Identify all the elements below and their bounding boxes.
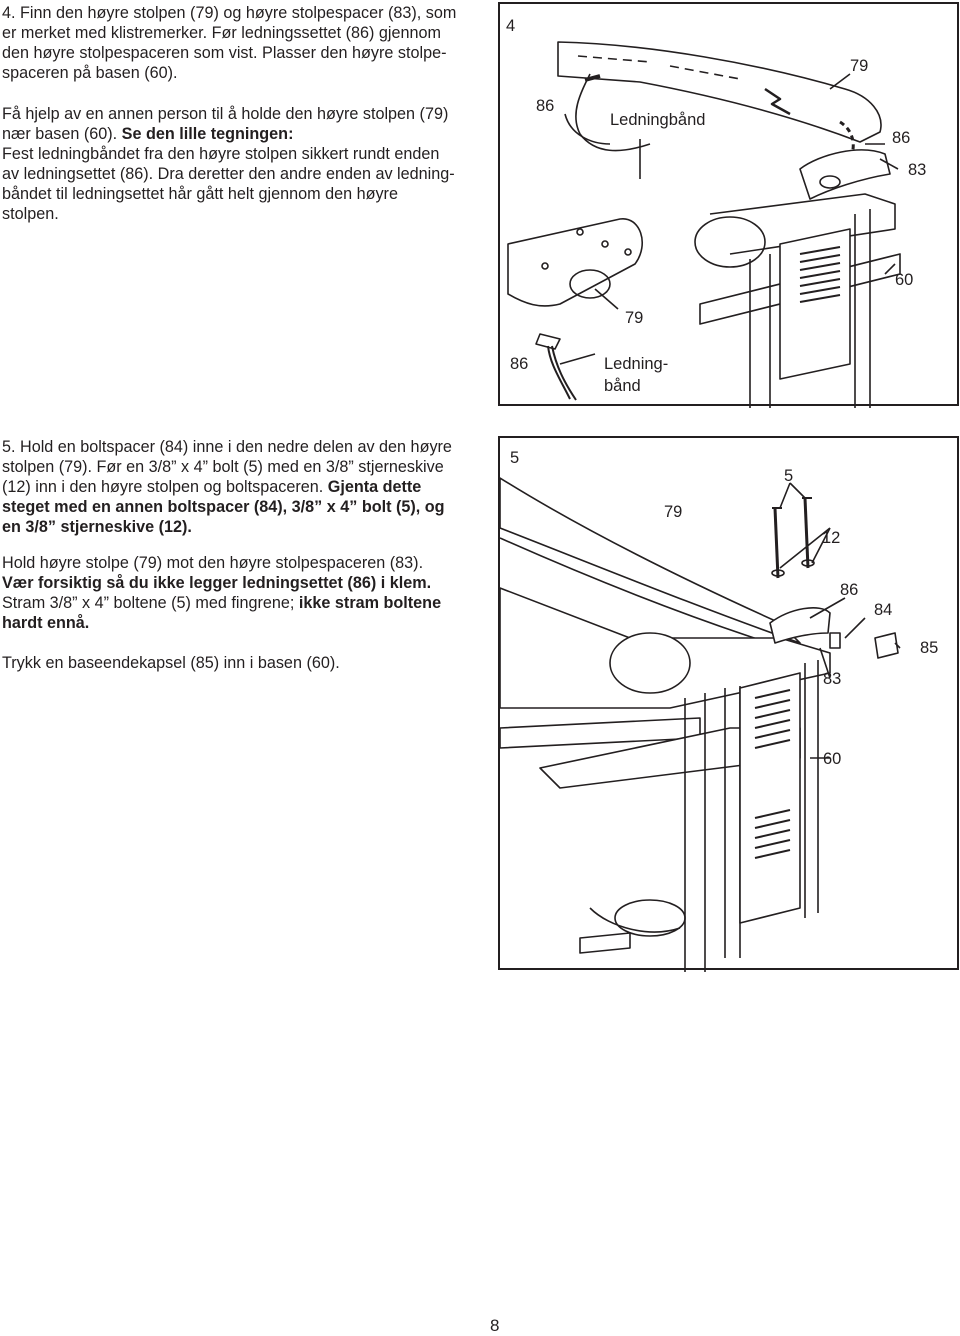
part-label-86: 86 bbox=[536, 97, 555, 115]
part-label-ledningband: Ledningbånd bbox=[610, 111, 706, 129]
figure-step-number: 4 bbox=[506, 17, 516, 35]
step4-illustration bbox=[507, 41, 901, 408]
part-label-83: 83 bbox=[908, 161, 927, 179]
step4-para1-line: er merket med klistremerker. Før ledning… bbox=[2, 24, 442, 42]
part-label-60: 60 bbox=[895, 271, 914, 289]
page-number: 8 bbox=[490, 1316, 500, 1335]
part-label-ledningband: Ledning- bbox=[604, 355, 669, 373]
step5-para2-bold-line: hardt ennå. bbox=[2, 614, 90, 632]
step5-para1-lead: (12) inn i den høyre stolpen og boltspac… bbox=[2, 478, 324, 496]
step4-para1-line: den høyre stolpespaceren som vist. Plass… bbox=[2, 44, 447, 62]
step5-para1-line: 5. Hold en boltspacer (84) inne i den ne… bbox=[2, 438, 452, 456]
step5-para2-bold-line: Vær forsiktig så du ikke legger lednings… bbox=[2, 574, 432, 592]
step5-para2-line: Hold høyre stolpe (79) mot den høyre sto… bbox=[2, 554, 424, 572]
step4-para2-line2: nær basen (60). Se den lille tegningen: bbox=[2, 124, 482, 144]
step5-para2-line3: Stram 3/8” x 4” boltene (5) med fingrene… bbox=[2, 593, 482, 613]
step4-para1-line: spaceren på basen (60). bbox=[2, 64, 178, 82]
step4-para2-line: Få hjelp av en annen person til å holde … bbox=[2, 105, 449, 123]
step4-para2-line: Fest ledningbåndet fra den høyre stolpen… bbox=[2, 145, 440, 163]
step5-text: 5. Hold en boltspacer (84) inne i den ne… bbox=[2, 437, 482, 673]
part-label-ledningband: bånd bbox=[604, 377, 641, 395]
part-label-79: 79 bbox=[625, 309, 644, 327]
step4-text: 4. Finn den høyre stolpen (79) og høyre … bbox=[2, 3, 482, 224]
step4-para2-line: stolpen. bbox=[2, 205, 59, 223]
part-label-85: 85 bbox=[920, 639, 939, 657]
step4-para2-line: av ledningsettet (86). Dra deretter den … bbox=[2, 165, 455, 183]
step5-para2-lead: Stram 3/8” x 4” boltene (5) med fingrene… bbox=[2, 594, 295, 612]
step5-para3: Trykk en baseendekapsel (85) inn i basen… bbox=[2, 654, 340, 672]
part-label-60: 60 bbox=[823, 750, 842, 768]
part-label-79: 79 bbox=[664, 503, 683, 521]
part-label-83: 83 bbox=[823, 670, 842, 688]
step4-figure: 4 79 86 Ledningbånd 86 83 60 79 86 Ledni… bbox=[498, 2, 959, 408]
step4-para2-lead: nær basen (60). bbox=[2, 125, 122, 143]
step5-para1-bold: Gjenta dette bbox=[327, 478, 422, 496]
step5-para2-bold: ikke stram boltene bbox=[298, 594, 442, 612]
part-label-84: 84 bbox=[874, 601, 893, 619]
step5-para1-bold-line: steget med en annen boltspacer (84), 3/8… bbox=[2, 498, 445, 516]
part-label-12: 12 bbox=[822, 529, 841, 547]
step4-para2-line: båndet til ledningsettet hår gått helt g… bbox=[2, 185, 398, 203]
step5-para1-line3: (12) inn i den høyre stolpen og boltspac… bbox=[2, 477, 482, 497]
part-label-5: 5 bbox=[784, 467, 794, 485]
step5-figure: 5 5 79 12 86 84 85 83 60 bbox=[498, 436, 959, 972]
figure-step-number: 5 bbox=[510, 449, 520, 467]
step5-para1-line: stolpen (79). Før en 3/8” x 4” bolt (5) … bbox=[2, 458, 444, 476]
step5-illustration bbox=[500, 477, 901, 972]
step4-para1-line: 4. Finn den høyre stolpen (79) og høyre … bbox=[2, 4, 457, 22]
step5-para1-bold-line: en 3/8” stjerneskive (12). bbox=[2, 518, 192, 536]
step4-para2-bold: Se den lille tegningen: bbox=[121, 125, 294, 143]
part-label-86: 86 bbox=[892, 129, 911, 147]
part-label-79: 79 bbox=[850, 57, 869, 75]
part-label-86: 86 bbox=[510, 355, 529, 373]
part-label-86: 86 bbox=[840, 581, 859, 599]
